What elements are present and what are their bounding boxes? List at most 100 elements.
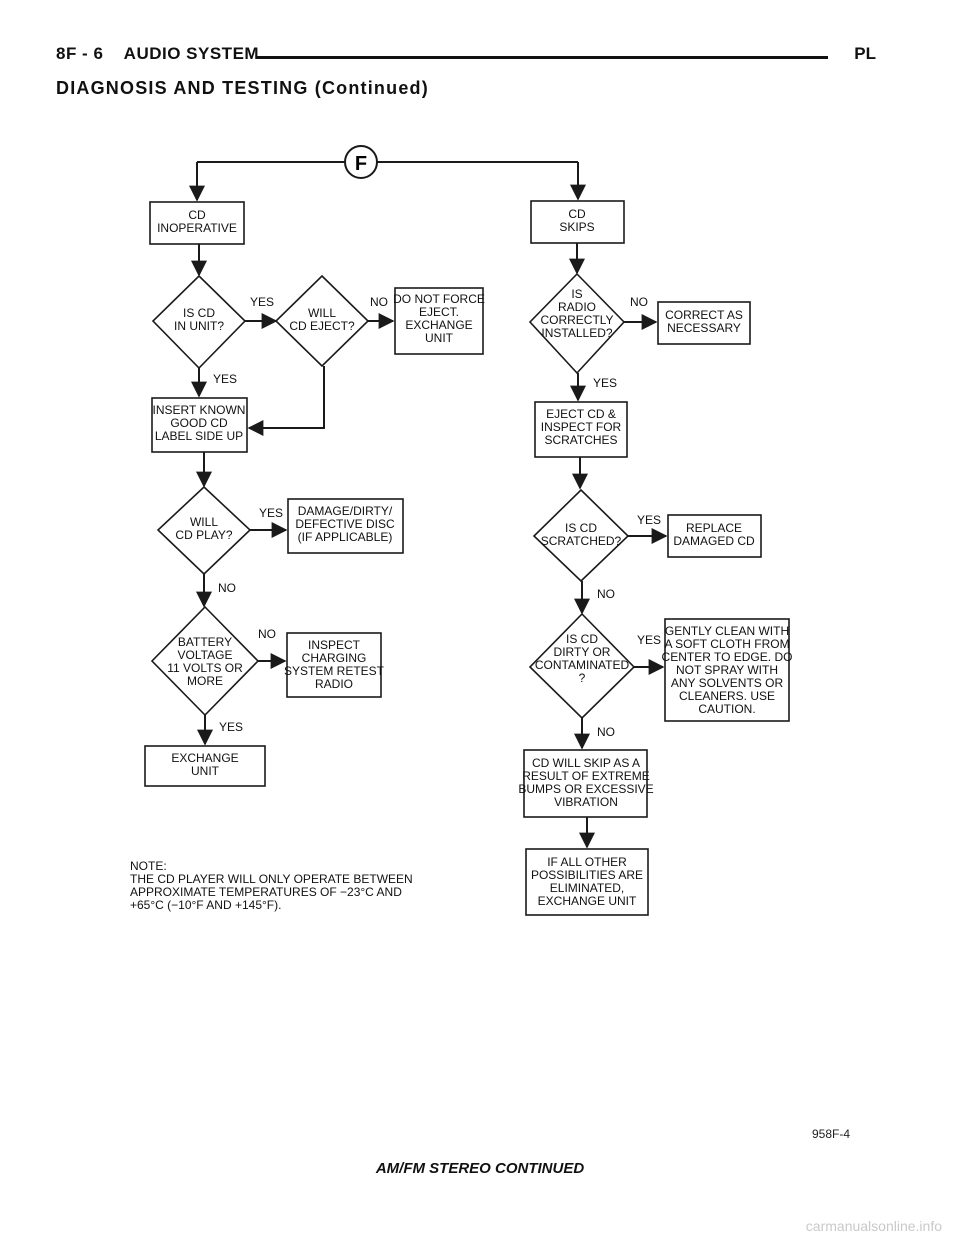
text-line: INSPECT [308,638,361,652]
label-yes-radio: YES [593,376,617,390]
text-line: REPLACE [686,521,742,535]
text-line: A SOFT CLOTH FROM [664,637,789,651]
text-line: CORRECT AS [665,308,743,322]
box-eject-inspect [534,401,628,458]
text-line: CAUTION. [698,702,755,716]
text-line: DAMAGED CD [673,534,755,548]
text-line: IS CD [565,521,597,535]
text-line: ELIMINATED, [550,881,624,895]
text-line: IS CD [183,306,215,320]
box-replace-damaged [667,514,762,558]
text-line: NECESSARY [667,321,741,335]
label-yes-insert: YES [213,372,237,386]
box-do-not-force [394,287,484,355]
section-title: 8F - 6 AUDIO SYSTEM [56,44,260,63]
text-line: SCRATCHED? [541,534,622,548]
box-insert-known-good-cd [151,397,248,453]
text-line: 11 VOLTS OR [167,661,243,675]
text-line: DEFECTIVE DISC [295,517,395,531]
text-line: INSPECT FOR [541,420,622,434]
page-header: 8F - 6 AUDIO SYSTEM PL [56,40,876,70]
text-line: EXCHANGE [171,751,238,765]
text-line: CD PLAY? [175,528,232,542]
text-line: CD EJECT? [289,319,355,333]
text-line: SCRATCHES [544,433,617,447]
text-line: MORE [187,674,223,688]
label-no-battery: NO [258,627,276,641]
decision-will-cd-play [156,485,252,576]
text-line: RADIO [315,677,353,691]
text-line: CENTER TO EDGE. DO [662,650,793,664]
text-line: IS CD [566,632,598,646]
text-line: LABEL SIDE UP [155,429,243,443]
text-line: IN UNIT? [174,319,224,333]
text-line: APPROXIMATE TEMPERATURES OF −23°C AND [130,885,402,899]
text-line: POSSIBILITIES ARE [531,868,643,882]
text-line: INOPERATIVE [157,221,237,235]
text-line: UNIT [191,764,220,778]
figure-caption: AM/FM STEREO CONTINUED [375,1160,585,1177]
text-line: CHARGING [302,651,367,665]
model-code: PL [854,44,876,63]
box-if-all-other [525,848,649,916]
label-no-dirty: NO [597,725,615,739]
label-no-radio: NO [630,295,648,309]
box-damage-dirty [287,498,404,554]
label-yes-scratched: YES [637,513,661,527]
text-line: ANY SOLVENTS OR [671,676,784,690]
text-line: CLEANERS. USE [679,689,775,703]
text-line: NOT SPRAY WITH [676,663,778,677]
figure-id: 958F-4 [812,1127,850,1141]
text-line: EJECT CD & [546,407,616,421]
note-block: NOTE:THE CD PLAYER WILL ONLY OPERATE BET… [130,859,413,912]
text-line: DAMAGE/DIRTY/ [298,504,393,518]
text-line: UNIT [425,331,454,345]
text-line: EJECT. [419,305,459,319]
text-line: WILL [190,515,218,529]
text-line: NOTE: [130,859,167,873]
label-yes-dirty: YES [637,633,661,647]
text-line: CONTAMINATED [535,658,630,672]
box-cd-will-skip [523,749,648,818]
text-line: SKIPS [559,220,594,234]
text-line: (IF APPLICABLE) [298,530,393,544]
text-line: EXCHANGE [405,318,472,332]
box-correct-as-necessary [657,301,751,345]
text-line: CD WILL SKIP AS A [532,756,640,770]
text-line: DIRTY OR [554,645,611,659]
text-line: RESULT OF EXTREME [522,769,650,783]
text-line: CORRECTLY [540,313,613,327]
box-cd-skips [530,200,625,244]
box-cd-inoperative [149,201,245,245]
text-line: WILL [308,306,336,320]
text-line: BATTERY [178,635,232,649]
box-exchange-unit [144,745,266,787]
text-line: VIBRATION [554,795,618,809]
text-line: ? [579,671,586,685]
label-no-scratched: NO [597,587,615,601]
decision-is-cd-scratched [532,488,630,583]
decision-battery-voltage [150,605,260,717]
text-line: EXCHANGE UNIT [538,894,637,908]
text-line: +65°C (−10°F AND +145°F). [130,898,281,912]
start-connector-f: F [344,145,378,179]
header-rule [256,56,828,59]
text-line: THE CD PLAYER WILL ONLY OPERATE BETWEEN [130,872,413,886]
text-line: SYSTEM RETEST [284,664,385,678]
text-line: VOLTAGE [178,648,233,662]
connector-lines [189,161,668,849]
